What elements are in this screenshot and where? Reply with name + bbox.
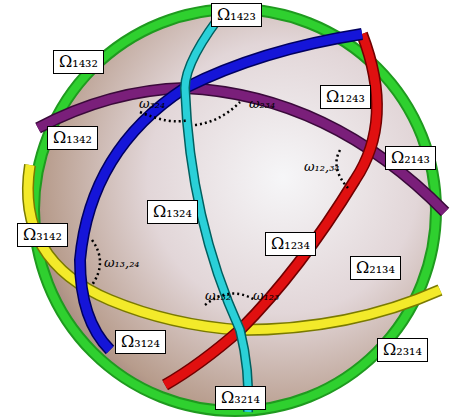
permutation-box: Ω₁₃₂₄ — [147, 200, 198, 224]
region-label: Ω₁₃₂₄ — [153, 203, 192, 221]
blue-band — [80, 34, 362, 350]
region-label: Ω₁₂₄₃ — [326, 88, 365, 106]
permutation-box: Ω₂₁₃₄ — [350, 256, 401, 280]
angle-label: ω₁₂₃ — [253, 289, 279, 303]
region-label: Ω₂₃₁₄ — [383, 341, 422, 359]
permutation-box: Ω₃₁₄₂ — [17, 223, 68, 247]
angle-arc — [92, 240, 100, 285]
green-band — [34, 9, 436, 411]
region-label: Ω₃₁₂₄ — [121, 333, 160, 351]
angle-label: ω₁₃₂ — [205, 289, 231, 303]
permutation-box: Ω₃₂₁₄ — [215, 386, 266, 410]
region-label: Ω₂₁₃₄ — [356, 259, 395, 277]
angle-arc — [195, 102, 240, 125]
region-label: Ω₁₂₃₄ — [271, 235, 310, 253]
angle-label: ω₃₂₄ — [139, 97, 165, 111]
region-label: Ω₃₁₄₂ — [23, 226, 62, 244]
angle-label: ω₁₂,₃₄ — [304, 160, 340, 174]
angle-label: ω₂₃₄ — [249, 97, 275, 111]
permutation-box: Ω₁₄₂₃ — [211, 3, 262, 27]
permutation-box: Ω₁₄₃₂ — [53, 50, 104, 74]
permutation-box: Ω₂₁₄₃ — [385, 146, 436, 170]
blue-band-edge — [80, 34, 362, 350]
region-label: Ω₁₄₂₃ — [217, 6, 256, 24]
angle-arc — [140, 112, 188, 121]
permutation-box: Ω₁₃₄₂ — [47, 126, 98, 150]
permutation-box: Ω₂₃₁₄ — [377, 338, 428, 362]
region-label: Ω₂₁₄₃ — [391, 149, 430, 167]
region-label: Ω₁₄₃₂ — [59, 53, 98, 71]
region-label: Ω₁₃₄₂ — [53, 129, 92, 147]
permutation-box: Ω₁₂₃₄ — [265, 232, 316, 256]
permutation-box: Ω₃₁₂₄ — [115, 330, 166, 354]
angle-label: ω₁₃,₂₄ — [104, 256, 140, 270]
sphere — [34, 9, 436, 411]
permutation-box: Ω₁₂₄₃ — [320, 85, 371, 109]
region-label: Ω₃₂₁₄ — [221, 389, 260, 407]
green-band-face — [34, 9, 436, 411]
